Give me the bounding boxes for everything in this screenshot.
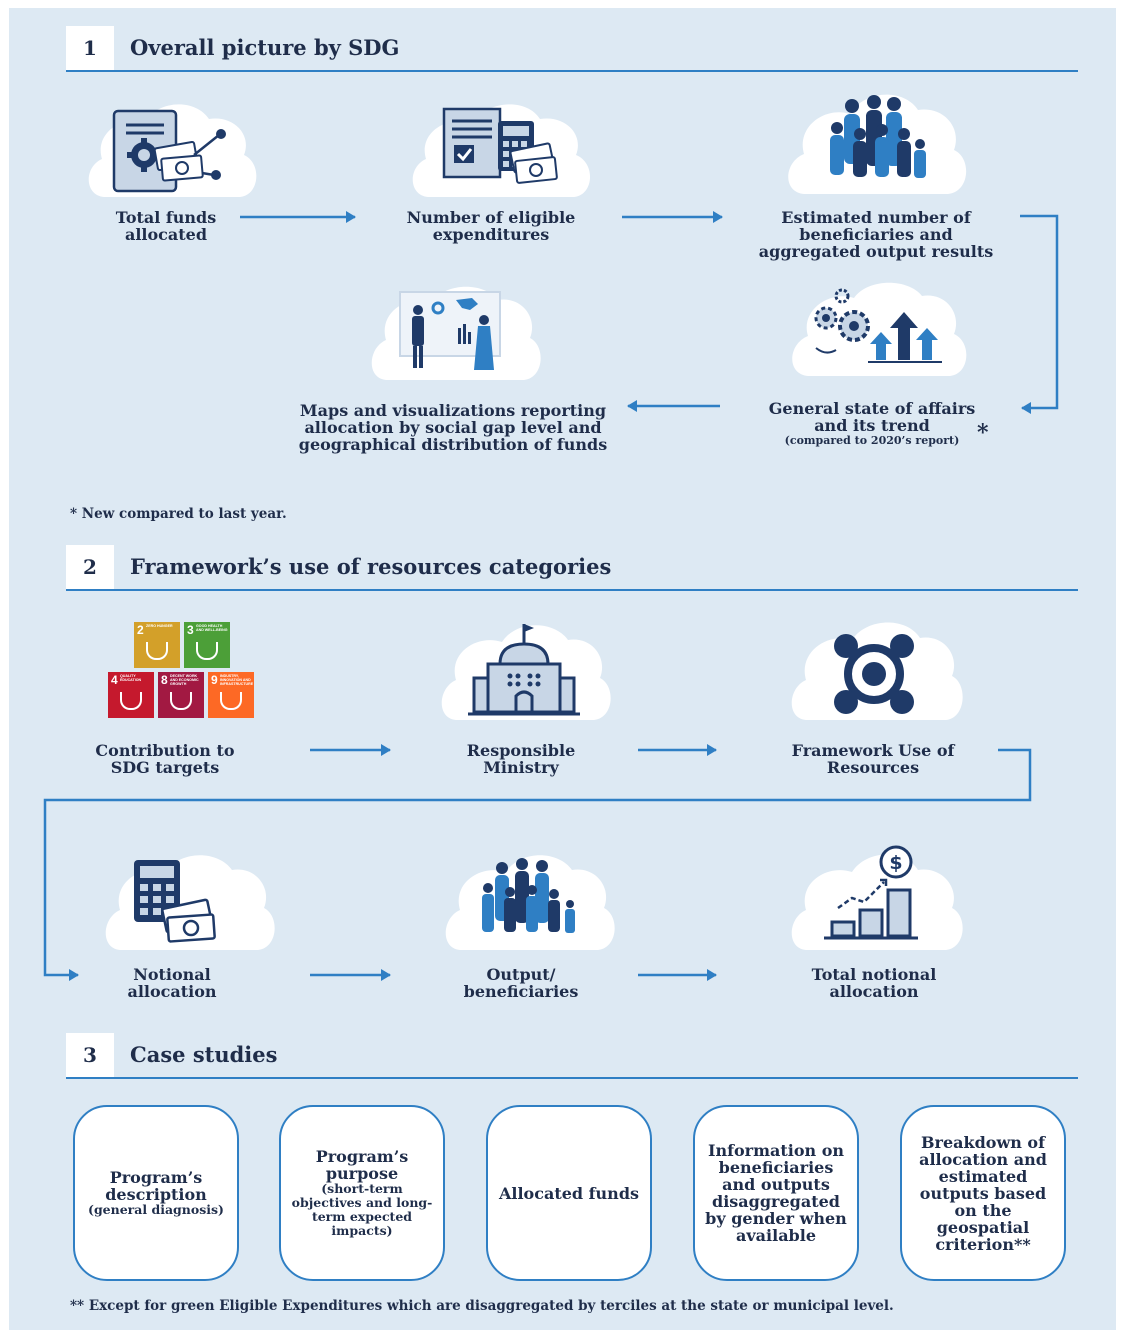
section-rule — [66, 1077, 1078, 1079]
card-main: Program’s description — [105, 1168, 207, 1204]
people-figures — [830, 95, 926, 178]
card-main: Program’s purpose — [315, 1147, 409, 1183]
sdg-tile-icon — [196, 642, 218, 660]
label-general-state: General state of affairs and its trend (… — [754, 400, 990, 447]
new-marker: * — [977, 420, 989, 446]
sdg-tile-number: 4 — [111, 673, 118, 687]
card-main: Information on beneficiaries and outputs… — [705, 1141, 847, 1245]
label-general-state-sub: (compared to 2020’s report) — [784, 434, 960, 447]
card-main: Breakdown of allocation and estimated ou… — [919, 1132, 1047, 1254]
sdg-tile-icon — [170, 692, 192, 710]
footnote-new: * New compared to last year. — [70, 506, 287, 522]
label-sdg-contribution: Contribution to SDG targets — [95, 741, 235, 777]
sdg-tile-icon — [146, 642, 168, 660]
sdg-tile-number: 2 — [137, 623, 144, 637]
people-group-icon — [788, 94, 967, 194]
presentation-board-icon — [371, 286, 541, 380]
calculator-money-icon — [105, 855, 275, 950]
case-card-beneficiaries: Information on beneficiaries and outputs… — [693, 1105, 859, 1281]
section-3-header: 3 Case studies — [66, 1033, 1078, 1079]
section-number: 3 — [66, 1033, 114, 1077]
label-output: Output/ beneficiaries — [463, 965, 579, 1001]
svg-text:$: $ — [889, 852, 902, 874]
section-number: 2 — [66, 545, 114, 589]
label-beneficiaries: Estimated number of beneficiaries and ag… — [758, 208, 994, 261]
label-notional: Notional allocation — [127, 965, 217, 1001]
gears-trend-icon — [792, 282, 967, 376]
arrow-framework-to-notional — [43, 748, 1032, 981]
sdg-tile-number: 3 — [187, 623, 194, 637]
sdg-tile-label: QUALITY EDUCATION — [120, 674, 142, 682]
sdg-tile-number: 8 — [161, 673, 168, 687]
section-rule — [66, 589, 1078, 591]
section-rule — [66, 70, 1078, 72]
label-ministry: Responsible Ministry — [466, 741, 576, 777]
sdg-tile-icon — [220, 692, 242, 710]
sdg-tile-label: GOOD HEALTH AND WELL-BEING — [196, 624, 228, 632]
expenditures-calculator-icon — [412, 104, 591, 197]
section-2-header: 2 Framework’s use of resources categorie… — [66, 545, 1078, 591]
funds-document-icon — [88, 104, 257, 197]
label-maps: Maps and visualizations reporting alloca… — [298, 401, 608, 454]
section-title: Overall picture by SDG — [130, 35, 400, 60]
section-title: Case studies — [130, 1042, 278, 1067]
growth-chart-dollar-icon: $ — [791, 845, 963, 950]
arrow-beneficiaries-to-state — [1020, 214, 1059, 414]
network-hub-icon — [791, 622, 963, 720]
case-card-breakdown: Breakdown of allocation and estimated ou… — [900, 1105, 1066, 1281]
card-main: Allocated funds — [498, 1183, 640, 1203]
label-general-state-main: General state of affairs and its trend — [768, 399, 976, 435]
case-card-description: Program’s description(general diagnosis) — [73, 1105, 239, 1281]
label-total-notional: Total notional allocation — [811, 965, 937, 1001]
section-number: 1 — [66, 26, 114, 70]
card-sub: (general diagnosis) — [88, 1202, 224, 1217]
card-sub: (short-term objectives and long-term exp… — [291, 1181, 433, 1238]
footnote-eligible: ** Except for green Eligible Expenditure… — [70, 1298, 894, 1314]
case-card-purpose: Program’s purpose(short-term objectives … — [279, 1105, 445, 1281]
case-card-funds: Allocated funds — [486, 1105, 652, 1281]
section-title: Framework’s use of resources categories — [130, 554, 612, 579]
sdg-tile-label: DECENT WORK AND ECONOMIC GROWTH — [170, 674, 199, 686]
label-framework: Framework Use of Resources — [791, 741, 955, 777]
label-total-funds: Total funds allocated — [115, 208, 217, 244]
label-eligible-expenditures: Number of eligible expenditures — [406, 208, 576, 244]
sdg-tile-icon — [120, 692, 142, 710]
sdg-tile-number: 9 — [211, 673, 218, 687]
sdg-tile-label: ZERO HUNGER — [146, 624, 173, 628]
government-building-icon — [441, 624, 611, 720]
people-group-icon-2 — [445, 855, 615, 950]
section-1-header: 1 Overall picture by SDG — [66, 26, 1078, 72]
sdg-tile-label: INDUSTRY, INNOVATION AND INFRASTRUCTURE — [220, 674, 254, 686]
